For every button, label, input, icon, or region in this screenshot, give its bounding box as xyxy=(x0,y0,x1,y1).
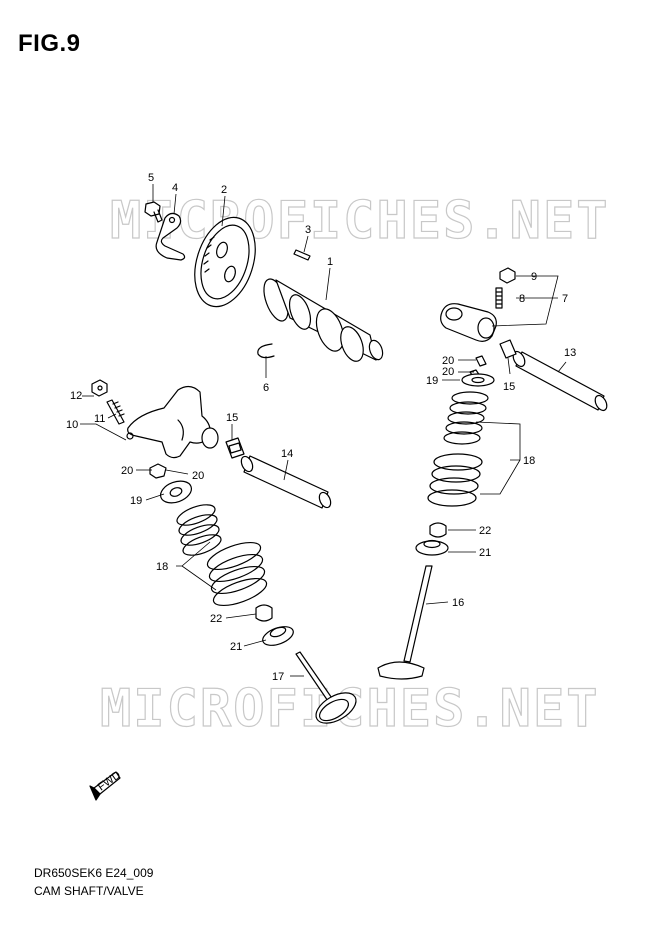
watermark-top: MICROFICHES.NET xyxy=(110,191,610,251)
callout-15-right: 15 xyxy=(503,381,515,393)
fwd-label: FWD xyxy=(96,769,123,793)
part-15-spring-left xyxy=(225,437,245,459)
figure-title: FIG.9 xyxy=(18,30,81,57)
part-20-valve-cotter-left xyxy=(149,463,167,479)
fwd-arrow-icon xyxy=(89,771,121,801)
part-3-pin xyxy=(293,249,311,261)
part-17-valve-left xyxy=(295,651,357,724)
part-2-cam-sprocket xyxy=(194,216,256,308)
callout-9: 9 xyxy=(531,271,537,283)
callout-20-right-b: 20 xyxy=(442,366,454,378)
part-10-rocker-arm xyxy=(126,385,219,459)
callout-3: 3 xyxy=(305,224,311,236)
callout-22-right: 22 xyxy=(479,525,491,537)
part-13-rocker-shaft xyxy=(512,350,608,412)
part-22-stem-seal-right xyxy=(429,522,447,538)
callout-7: 7 xyxy=(562,293,568,305)
part-15-spring-right xyxy=(499,339,517,359)
callout-21-left: 21 xyxy=(230,641,242,653)
callout-10: 10 xyxy=(66,419,78,431)
callout-22-left: 22 xyxy=(210,613,222,625)
callout-11: 11 xyxy=(94,413,105,425)
part-4-plate xyxy=(155,212,186,261)
diagram-code: DR650SEK6 E24_009 xyxy=(34,866,154,880)
part-5-bolt xyxy=(144,201,163,223)
callout-20-left-a: 20 xyxy=(121,465,133,477)
callout-20-left-b: 20 xyxy=(192,470,204,482)
part-19-spring-retainer-left xyxy=(159,480,193,504)
callout-6: 6 xyxy=(263,382,269,394)
callout-18-right: 18 xyxy=(523,455,535,467)
callout-17: 17 xyxy=(272,671,284,683)
callout-8: 8 xyxy=(519,293,525,305)
part-1-camshaft xyxy=(263,278,384,362)
diagram-name: CAM SHAFT/VALVE xyxy=(34,884,144,898)
part-7-rocker-arm xyxy=(440,303,497,342)
part-21-spring-seat-right xyxy=(415,539,449,556)
callout-5: 5 xyxy=(148,172,154,184)
callout-14: 14 xyxy=(281,448,293,460)
part-22-stem-seal-left xyxy=(255,604,273,622)
callout-15-left: 15 xyxy=(226,412,238,424)
part-6-circlip xyxy=(257,343,275,359)
callout-20-right-a: 20 xyxy=(442,355,454,367)
part-18-valve-springs-left xyxy=(176,504,268,607)
callout-4: 4 xyxy=(172,182,178,194)
part-16-valve-right xyxy=(377,565,433,680)
part-19-spring-retainer-right xyxy=(461,373,495,387)
callout-16: 16 xyxy=(452,597,464,609)
part-8-adjuster-screw xyxy=(495,287,503,309)
callout-19-left: 19 xyxy=(130,495,142,507)
callout-18-left: 18 xyxy=(156,561,168,573)
callout-21-right: 21 xyxy=(479,547,491,559)
part-21-spring-seat-left xyxy=(262,626,294,646)
part-14-rocker-shaft xyxy=(240,455,332,509)
part-9-nut xyxy=(499,267,516,284)
callout-2: 2 xyxy=(221,184,227,196)
callout-13: 13 xyxy=(564,347,576,359)
callout-19-right: 19 xyxy=(426,375,438,387)
part-18-valve-springs-right xyxy=(427,391,489,507)
callout-12: 12 xyxy=(70,390,82,402)
part-11-adjuster-screw xyxy=(106,399,125,425)
part-12-nut xyxy=(91,379,108,397)
leader-lines xyxy=(80,184,567,677)
callout-1: 1 xyxy=(327,256,333,268)
